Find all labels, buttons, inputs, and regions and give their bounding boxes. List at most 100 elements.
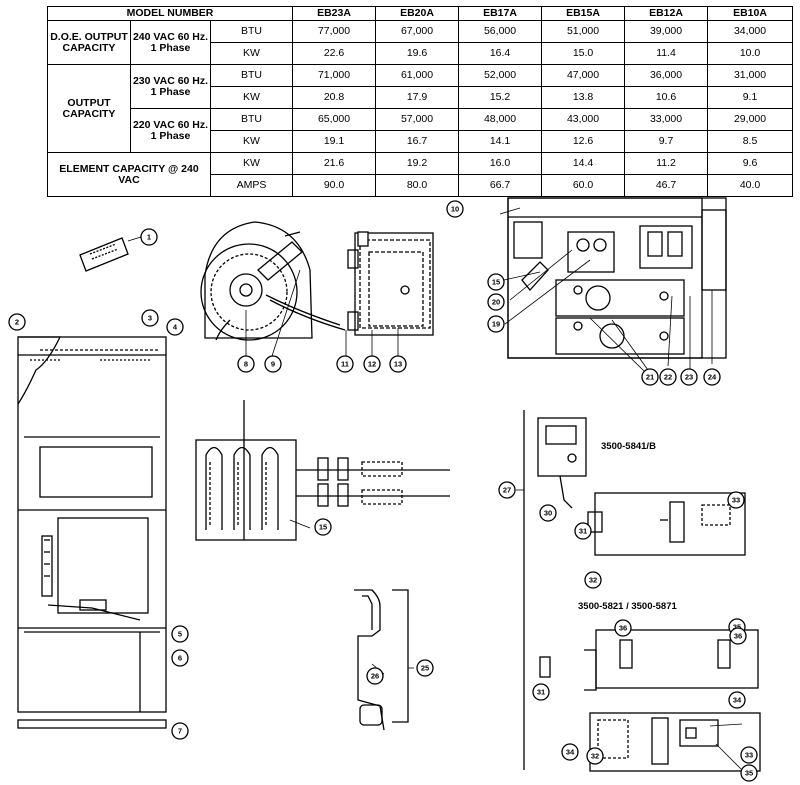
callout-number: 24 [708, 373, 717, 382]
callout-7: 7 [171, 722, 189, 740]
callout-number: 34 [566, 748, 575, 757]
callout-number: 4 [173, 323, 178, 332]
callout-circle [641, 368, 659, 386]
callout-circle [729, 627, 747, 645]
callout-number: 22 [664, 373, 672, 382]
callout-2: 2 [8, 313, 26, 331]
unit-btu: BTU [209, 20, 294, 43]
table-cell: 46.7 [624, 174, 709, 197]
output-capacity-label: OUTPUT CAPACITY [47, 64, 131, 153]
callout-circle [740, 764, 758, 782]
callout-number: 33 [745, 751, 753, 760]
callout-24: 24 [703, 368, 721, 386]
callout-number: 23 [685, 373, 693, 382]
callout-circle [140, 228, 158, 246]
callout-number: 1 [147, 233, 151, 242]
callout-number: 36 [734, 632, 742, 641]
label-plate-part [79, 236, 142, 272]
callout-circle [171, 625, 189, 643]
callout-circle [141, 309, 159, 327]
callout-circle [727, 491, 745, 509]
callout-circle [171, 722, 189, 740]
callout-number: 2 [15, 318, 19, 327]
callout-36: 36 [729, 627, 747, 645]
callout-19: 19 [487, 315, 505, 333]
callout-20: 20 [487, 293, 505, 311]
cabinet-part [17, 336, 167, 729]
callout-9: 9 [264, 355, 282, 373]
callout-31: 31 [532, 683, 550, 701]
callout-30: 30 [539, 504, 557, 522]
callout-number: 32 [589, 576, 597, 585]
board-b-caption: 3500-5821 / 3500-5871 [578, 601, 677, 612]
callout-circle [586, 747, 604, 765]
spec-table: MODEL NUMBER EB23A EB20A EB17A EB15A EB1… [46, 6, 794, 197]
callout-number: 33 [732, 496, 740, 505]
callout-circle [237, 355, 255, 373]
callout-27: 27 [498, 481, 516, 499]
callout-circle [614, 619, 632, 637]
callout-number: 25 [421, 664, 429, 673]
callout-number: 35 [745, 769, 753, 778]
callout-number: 3 [148, 314, 152, 323]
callout-12: 12 [363, 355, 381, 373]
callout-number: 26 [371, 672, 379, 681]
callout-circle [574, 522, 592, 540]
control-board-parts [516, 410, 761, 772]
callout-circle [728, 691, 746, 709]
callout-8: 8 [237, 355, 255, 373]
power-230-label: 230 VAC 60 Hz. 1 Phase [130, 64, 211, 109]
callout-number: 27 [503, 486, 511, 495]
callout-circle [487, 273, 505, 291]
callout-31: 31 [574, 522, 592, 540]
callout-11: 11 [336, 355, 354, 373]
heating-element-part [195, 400, 450, 541]
callout-circle [264, 355, 282, 373]
control-box-part [499, 197, 727, 376]
callout-number: 20 [492, 298, 500, 307]
callout-32: 32 [584, 571, 602, 589]
callout-22: 22 [659, 368, 677, 386]
table-cell: 80.0 [375, 174, 460, 197]
element-capacity-label: ELEMENT CAPACITY @ 240 VAC [47, 152, 211, 197]
callout-4: 4 [166, 318, 184, 336]
callout-33: 33 [727, 491, 745, 509]
callout-number: 36 [619, 624, 627, 633]
callout-circle [416, 659, 434, 677]
callout-circle [8, 313, 26, 331]
callout-number: 15 [492, 278, 500, 287]
table-cell: 60.0 [541, 174, 626, 197]
callout-1: 1 [140, 228, 158, 246]
callout-number: 32 [591, 752, 599, 761]
callout-circle [561, 743, 579, 761]
callout-number: 13 [394, 360, 402, 369]
callout-number: 11 [341, 360, 349, 369]
callout-13: 13 [389, 355, 407, 373]
power-220-label: 220 VAC 60 Hz. 1 Phase [130, 108, 211, 153]
doe-capacity-label: D.O.E. OUTPUT CAPACITY [47, 20, 131, 65]
callout-number: 5 [178, 630, 182, 639]
callout-number: 12 [368, 360, 376, 369]
callout-circle [532, 683, 550, 701]
callout-number: 30 [544, 509, 552, 518]
callout-circle [166, 318, 184, 336]
callout-number: 31 [537, 688, 545, 697]
callout-number: 35 [733, 623, 741, 632]
callout-32: 32 [586, 747, 604, 765]
blower-assembly-part [200, 221, 346, 357]
callout-number: 10 [451, 205, 459, 214]
callout-circle [498, 481, 516, 499]
callout-circle [336, 355, 354, 373]
callout-21: 21 [641, 368, 659, 386]
callout-23: 23 [680, 368, 698, 386]
callout-number: 19 [492, 320, 500, 329]
callout-25: 25 [416, 659, 434, 677]
callout-circle [389, 355, 407, 373]
callout-3: 3 [141, 309, 159, 327]
drain-hose-part [354, 589, 414, 731]
callout-circle [314, 518, 332, 536]
callout-36: 36 [614, 619, 632, 637]
callout-circle [680, 368, 698, 386]
callout-6: 6 [171, 649, 189, 667]
